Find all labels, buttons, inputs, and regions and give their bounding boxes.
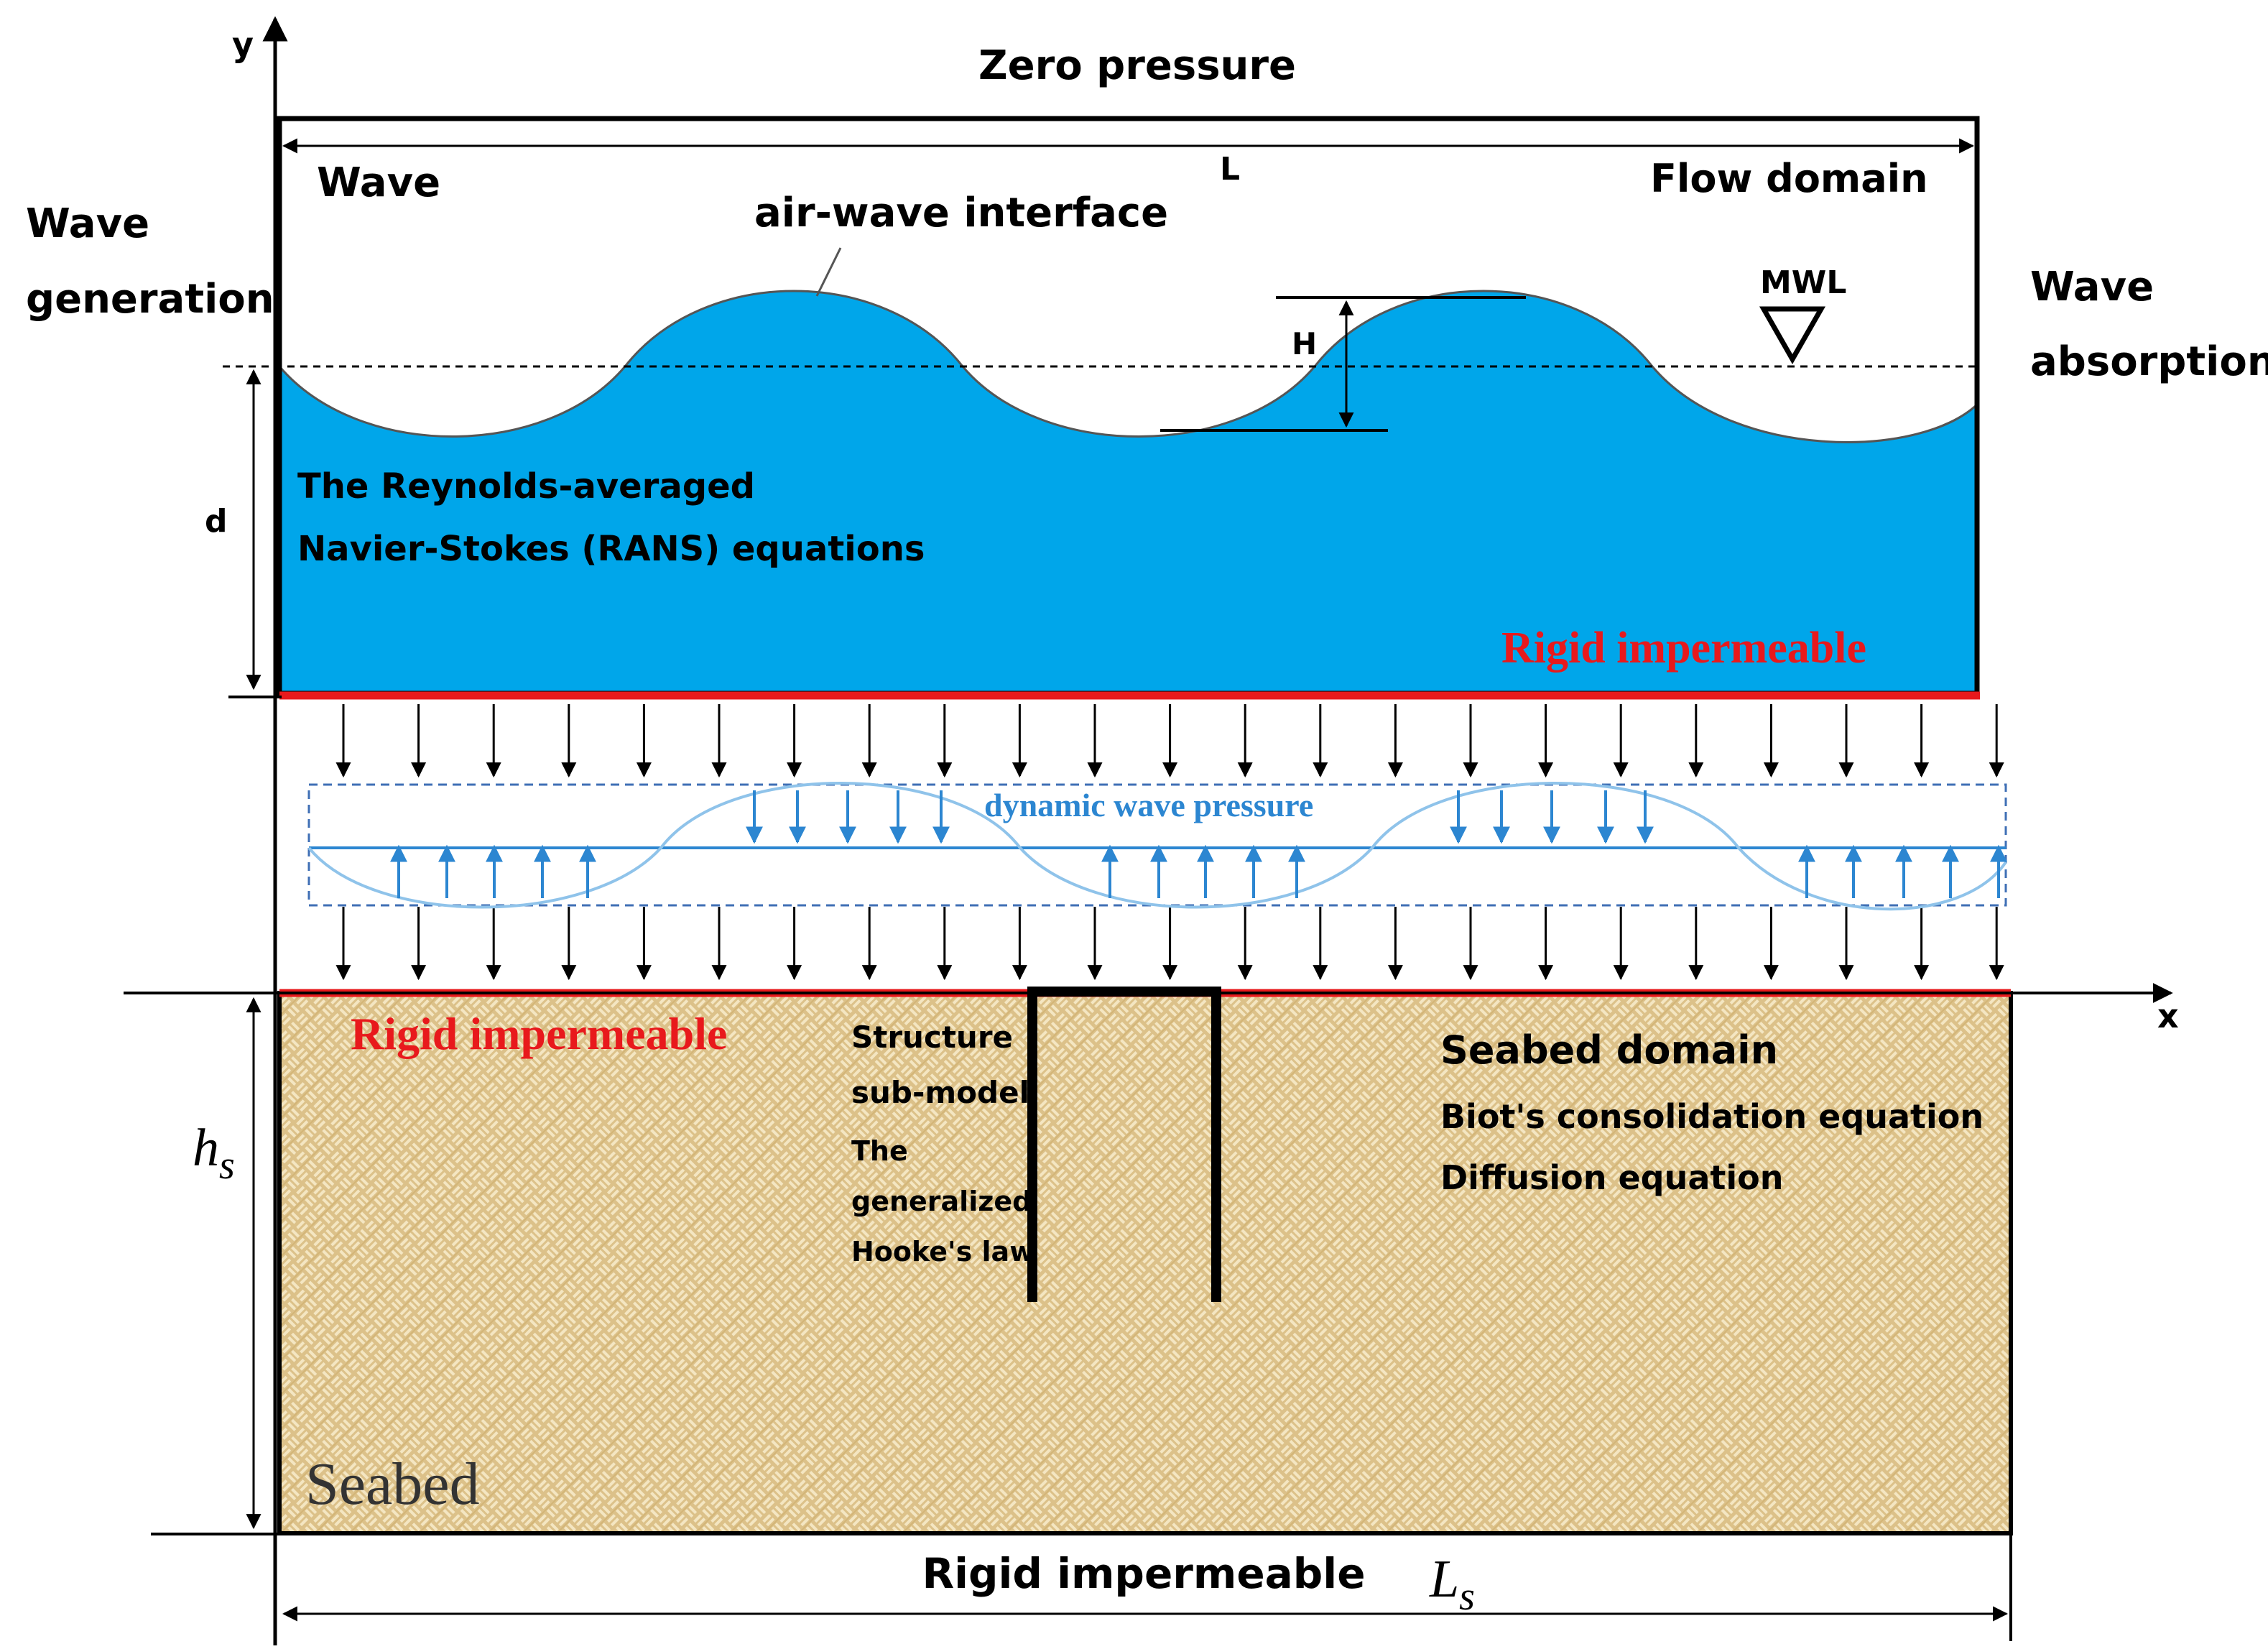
interface-pointer	[815, 247, 842, 297]
hooke-label-line3: Hooke's law	[851, 1236, 1035, 1267]
interface-label: air-wave interface	[754, 190, 1168, 236]
flow-domain-label: Flow domain	[1650, 156, 1928, 201]
dynamic-pressure-label: dynamic wave pressure	[984, 787, 1313, 823]
rigid-flow-bottom-label: Rigid impermeable	[1501, 624, 1866, 673]
seabed-length-main: L	[1429, 1550, 1459, 1609]
pressure-wave-curve	[307, 782, 2007, 911]
diffusion-equation-label: Diffusion equation	[1440, 1158, 1784, 1197]
load-arrows-lower	[335, 907, 2004, 981]
top-boundary-label: Zero pressure	[978, 42, 1296, 89]
rigid-seabed-top-label: Rigid impermeable	[351, 1008, 727, 1059]
seabed-height-main: h	[193, 1119, 219, 1178]
hooke-label-line1: The	[851, 1135, 908, 1167]
mwl-label: MWL	[1760, 264, 1846, 301]
wave-generation-label-line2: generation	[26, 276, 274, 323]
rans-label-line2: Navier-Stokes (RANS) equations	[297, 529, 925, 569]
y-axis-label: y	[232, 25, 254, 64]
wave-absorption-label-line2: absorption	[2030, 338, 2268, 385]
structure-label-line1: Structure	[851, 1020, 1013, 1055]
length-label: L	[1220, 151, 1240, 188]
wave-absorption-label-line1: Wave	[2030, 264, 2154, 310]
wave-label: Wave	[317, 160, 440, 206]
seabed-length-label: Ls	[1429, 1550, 1475, 1619]
seabed-fill	[279, 993, 2011, 1533]
rans-label-line1: The Reynolds-averaged	[297, 466, 755, 507]
hooke-label-line2: generalized	[851, 1186, 1032, 1217]
seabed-height-label: hs	[193, 1119, 235, 1188]
side-labels: Wave generation Wave absorption	[26, 200, 2268, 385]
x-axis-label: x	[2157, 997, 2179, 1035]
depth-label: d	[205, 503, 228, 540]
mwl-triangle-icon	[1759, 306, 1826, 365]
seabed-length-sub: s	[1459, 1574, 1475, 1619]
air-wave-interface	[278, 290, 1978, 443]
seabed-height-sub: s	[219, 1143, 235, 1188]
structure-sheet-pile	[1027, 987, 1221, 1302]
structure-label-line2: sub-model	[851, 1075, 1029, 1110]
y-axis-group: y	[232, 16, 288, 1645]
flow-domain: Zero pressure L Wave Flow domain air-wav…	[205, 42, 1980, 700]
seabed-label: Seabed	[305, 1451, 480, 1518]
seabed-domain-label: Seabed domain	[1440, 1027, 1778, 1073]
pressure-transfer: dynamic wave pressure	[307, 704, 2007, 981]
pressure-arrows	[390, 790, 2007, 898]
water-body	[279, 291, 1977, 693]
wave-height-label: H	[1292, 326, 1317, 361]
load-arrows-upper	[335, 704, 2004, 778]
biot-equation-label: Biot's consolidation equation	[1440, 1097, 1984, 1136]
bottom-boundary-label: Rigid impermeable	[922, 1549, 1365, 1598]
seabed-domain: Rigid impermeable Structure sub-model Th…	[124, 983, 2179, 1641]
wave-generation-label-line1: Wave	[26, 200, 149, 247]
